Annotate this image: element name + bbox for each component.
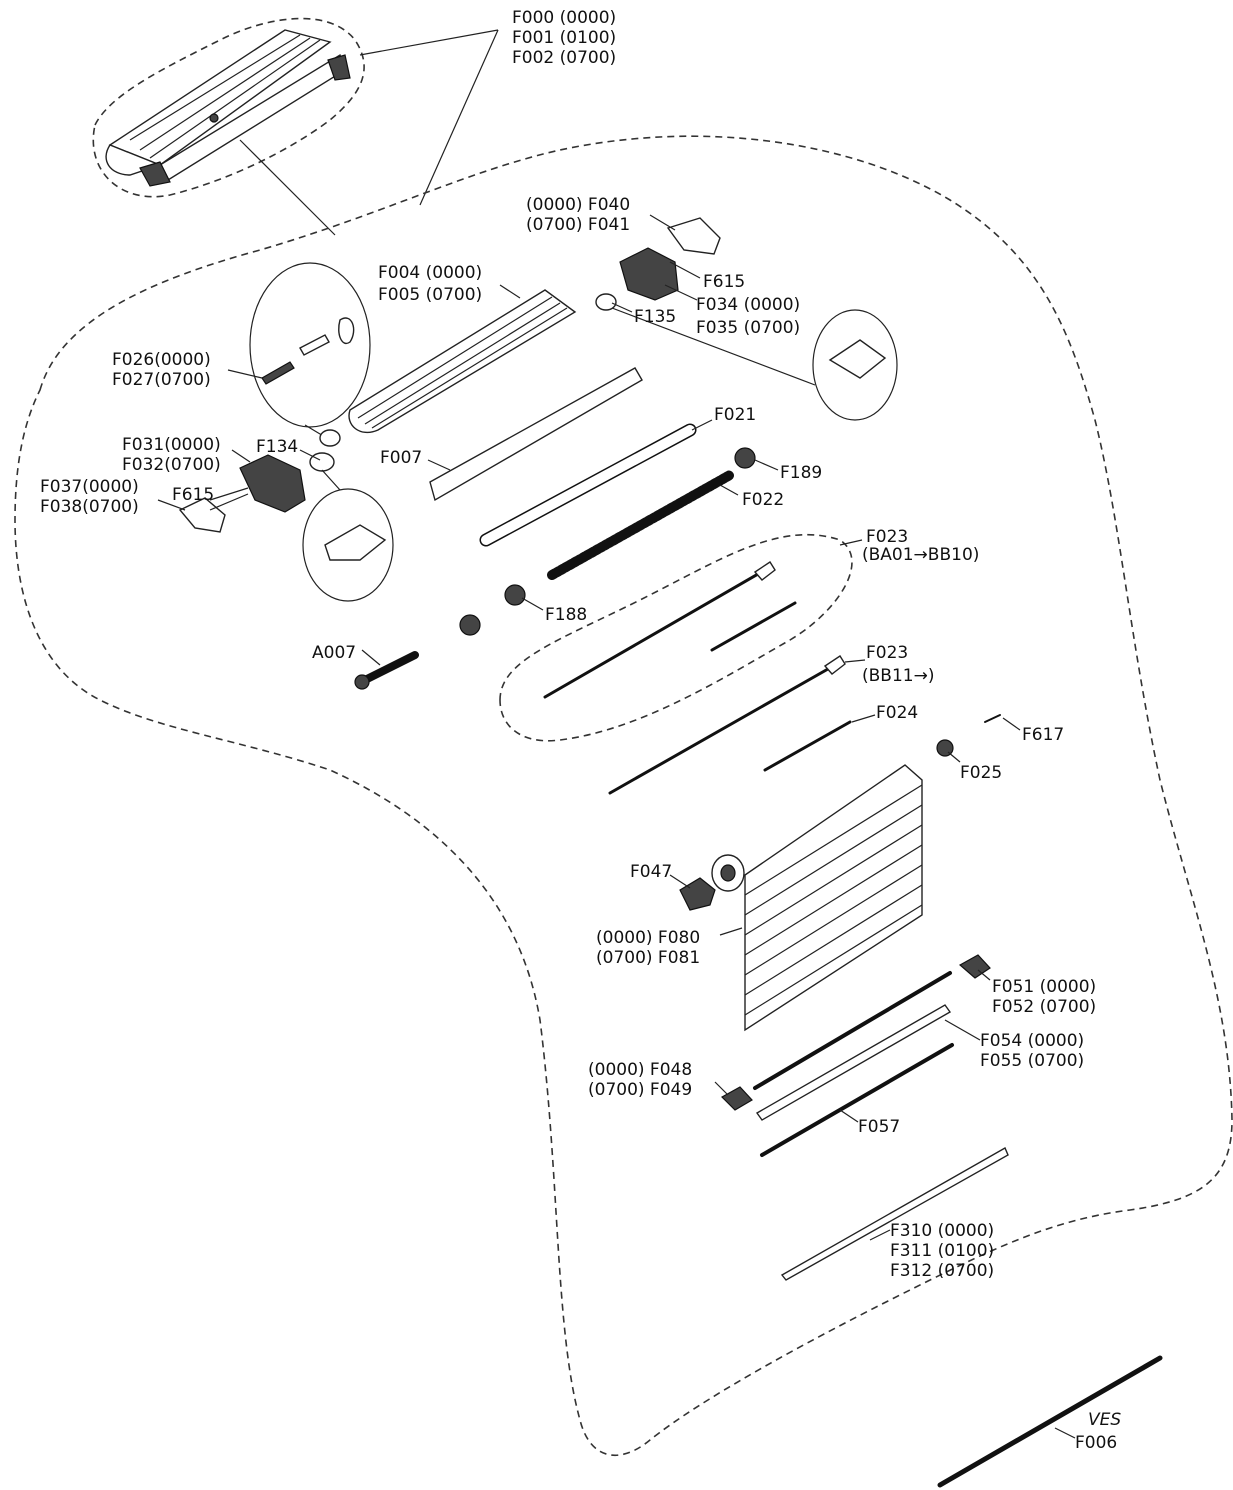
label-f004: F004 (0000) [378, 263, 482, 283]
label-f025: F025 [960, 763, 1002, 783]
right-bracket-detail [828, 339, 887, 379]
label-f022: F022 [742, 490, 784, 510]
detail-circle-spring [249, 262, 371, 428]
left-end-cover [178, 497, 226, 533]
rod-f024 [763, 720, 852, 772]
right-end-bracket [619, 247, 679, 301]
label-f023-a-range: (BA01→BB10) [862, 545, 979, 565]
detail-circle-right-bracket [812, 309, 898, 421]
label-f024: F024 [876, 703, 918, 723]
label-f040: (0000) F040 [526, 195, 630, 215]
label-f007: F007 [380, 448, 422, 468]
spring-shaft-f022 [547, 470, 735, 580]
main-exploded-outline [14, 135, 1233, 1456]
bearing-f025 [936, 739, 954, 757]
leader-unit-main [239, 139, 336, 236]
pin-f617 [984, 714, 1001, 723]
label-f310: F310 (0000) [890, 1221, 994, 1241]
part-labels: F000 (0000) F001 (0100) F002 (0700) (000… [40, 8, 1121, 1453]
label-f041: (0700) F041 [526, 215, 630, 235]
rail-f057 [760, 1043, 954, 1157]
label-f617: F617 [1022, 725, 1064, 745]
spring-assembly [261, 317, 355, 385]
label-f034: F034 (0000) [696, 295, 800, 315]
label-a007: A007 [312, 643, 356, 663]
label-f026: F026(0000) [112, 350, 211, 370]
label-f054: F054 (0000) [980, 1031, 1084, 1051]
shutter-curtain [711, 764, 923, 1032]
cap-f134-b [309, 452, 335, 472]
rod-f023-a-short [710, 601, 797, 652]
label-f189: F189 [780, 463, 822, 483]
detail-circle-left-bracket [302, 488, 394, 602]
rod-f006 [937, 1355, 1163, 1488]
bracket-f051 [958, 954, 991, 979]
tube-f021 [481, 425, 695, 545]
strip-f007 [429, 367, 643, 502]
end-plug-f188-b [459, 614, 481, 636]
label-f001: F001 (0100) [512, 28, 616, 48]
bottom-profile-f310 [780, 1147, 1009, 1281]
label-f027: F027(0700) [112, 370, 211, 390]
label-f057: F057 [858, 1117, 900, 1137]
label-f005: F005 (0700) [378, 285, 482, 305]
label-f135: F135 [634, 307, 676, 327]
label-ves: VES [1088, 1410, 1121, 1430]
rod-f023-b [608, 663, 837, 795]
label-f006: F006 [1075, 1433, 1117, 1453]
label-f311: F311 (0100) [890, 1241, 994, 1261]
leader-lines [157, 214, 1076, 1439]
axle-a007 [361, 651, 419, 684]
label-f049: (0700) F049 [588, 1080, 692, 1100]
left-end-bracket [239, 454, 306, 513]
assembled-unit [105, 29, 351, 187]
label-f023-a: F023 [866, 527, 908, 547]
left-bracket-detail [324, 524, 387, 561]
rail-f054-dark [753, 971, 952, 1090]
cap-f135 [595, 293, 617, 311]
label-f052: F052 (0700) [992, 997, 1096, 1017]
cap-f134-a [319, 429, 341, 447]
end-plug-f189 [734, 447, 756, 469]
leader-f000-main [419, 29, 499, 206]
label-f031: F031(0000) [122, 435, 221, 455]
label-f035: F035 (0700) [696, 318, 800, 338]
right-end-cover [666, 217, 721, 255]
label-f021: F021 [714, 405, 756, 425]
leader-f000 [359, 29, 499, 56]
label-f051: F051 (0000) [992, 977, 1096, 997]
f023-group-outline [499, 533, 853, 742]
cap-f047 [679, 877, 716, 911]
label-f081: (0700) F081 [596, 948, 700, 968]
label-f032: F032(0700) [122, 455, 221, 475]
label-f615-left: F615 [172, 485, 214, 505]
label-f048: (0000) F048 [588, 1060, 692, 1080]
rod-f023-a [543, 568, 767, 699]
label-f023-b-range: (BB11→) [862, 666, 934, 686]
label-f002: F002 (0700) [512, 48, 616, 68]
label-f080: (0000) F080 [596, 928, 700, 948]
housing-profile [348, 289, 577, 434]
label-f188: F188 [545, 605, 587, 625]
bracket-f048 [721, 1086, 753, 1111]
label-f037: F037(0000) [40, 477, 139, 497]
label-f615-right: F615 [703, 272, 745, 292]
label-f047: F047 [630, 862, 672, 882]
label-f038: F038(0700) [40, 497, 139, 517]
label-f312: F312 (0700) [890, 1261, 994, 1281]
label-f000: F000 (0000) [512, 8, 616, 28]
label-f055: F055 (0700) [980, 1051, 1084, 1071]
end-plug-f188 [504, 584, 526, 606]
label-f134: F134 [256, 437, 298, 457]
rail-f054 [755, 1004, 952, 1121]
label-f023-b: F023 [866, 643, 908, 663]
